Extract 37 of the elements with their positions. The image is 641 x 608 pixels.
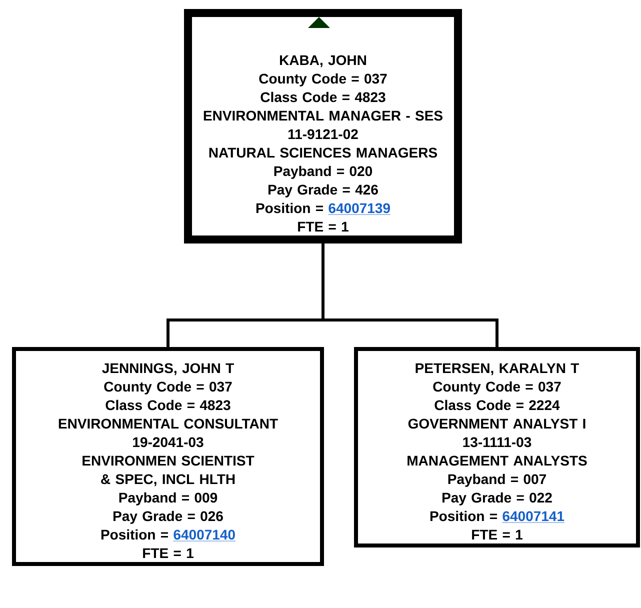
county-code: County Code = 037 bbox=[104, 381, 232, 394]
occupation-code: 11-9121-02 bbox=[288, 129, 358, 140]
occupation-title: MANAGEMENT ANALYSTS bbox=[408, 456, 587, 466]
county-code: County Code = 037 bbox=[259, 73, 387, 86]
payband: Payband = 009 bbox=[119, 492, 218, 506]
class-code: Class Code = 4823 bbox=[106, 400, 230, 410]
job-title: ENVIRONMENTAL MANAGER - SES bbox=[204, 110, 442, 121]
pay-grade: Pay Grade = 022 bbox=[442, 492, 552, 506]
job-title: GOVERNMENT ANALYST I bbox=[408, 418, 586, 429]
connector-line bbox=[322, 244, 498, 347]
position-link: 64007140 bbox=[173, 530, 236, 542]
employee-name: PETERSEN, KARALYN T bbox=[416, 363, 580, 376]
position-box bbox=[12, 347, 324, 566]
class-code: Class Code = 4823 bbox=[260, 92, 386, 102]
job-title: ENVIRONMENTAL CONSULTANT bbox=[58, 418, 278, 429]
class-code: Class Code = 2224 bbox=[434, 400, 560, 410]
position-label: Position = bbox=[256, 202, 323, 214]
payband: Payband = 020 bbox=[274, 166, 372, 179]
occupation-code: 13-1111-03 bbox=[463, 437, 532, 448]
employee-name: KABA, JOHN bbox=[280, 55, 366, 68]
occupation-code: 19-2041-03 bbox=[133, 437, 204, 448]
position-link: 64007141 bbox=[502, 511, 565, 523]
fte: FTE = 1 bbox=[298, 222, 348, 232]
pay-grade: Pay Grade = 426 bbox=[268, 184, 378, 198]
occupation-title: NATURAL SCIENCES MANAGERS bbox=[209, 148, 438, 158]
position-box bbox=[184, 9, 462, 244]
fte: FTE = 1 bbox=[143, 548, 194, 558]
pay-grade: Pay Grade = 026 bbox=[114, 510, 223, 524]
payband: Payband = 007 bbox=[448, 474, 546, 487]
employee-name: JENNINGS, JOHN T bbox=[102, 363, 234, 376]
position-link: 64007139 bbox=[328, 203, 391, 215]
position-label: Position = bbox=[430, 510, 497, 522]
fte: FTE = 1 bbox=[472, 530, 522, 540]
county-code: County Code = 037 bbox=[433, 381, 561, 394]
position-box bbox=[354, 347, 640, 548]
occupation-title: ENVIRONMEN SCIENTIST & SPEC, INCL HLTH bbox=[82, 456, 254, 486]
position-label: Position = bbox=[101, 529, 168, 540]
